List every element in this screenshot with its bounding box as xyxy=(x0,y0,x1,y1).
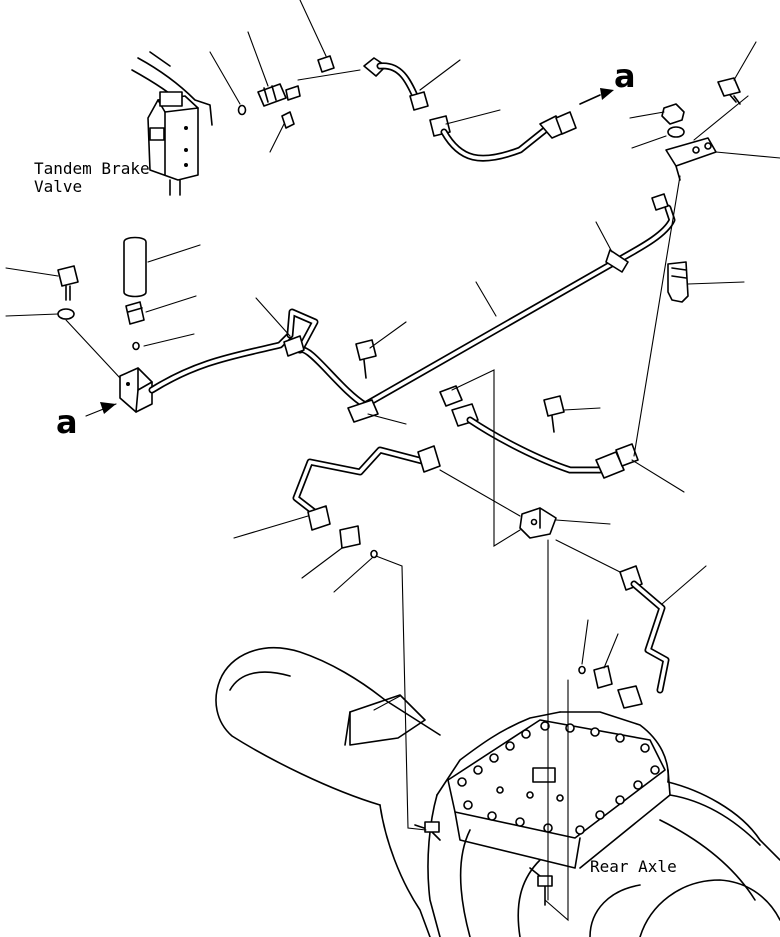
rear-axle-housing xyxy=(215,647,780,937)
leader-lines xyxy=(5,0,780,922)
tandem-brake-valve xyxy=(131,51,213,196)
cover-bolt-ring xyxy=(457,721,660,835)
middle-hose xyxy=(439,385,639,479)
valve-top-fittings xyxy=(237,55,335,129)
top-right-bracket xyxy=(661,77,741,181)
center-tee-connector xyxy=(519,507,557,539)
tandem-brake-valve-label-line2: Valve xyxy=(34,177,83,196)
left-loose-parts xyxy=(57,236,147,351)
reference-a-top: a xyxy=(614,57,636,95)
long-brake-pipe xyxy=(296,193,676,423)
left-lower-pipe xyxy=(292,445,441,559)
rear-axle-label: Rear Axle xyxy=(590,857,677,876)
left-tee-block xyxy=(119,308,319,413)
tandem-brake-valve-label-line1: Tandem Brake xyxy=(34,159,150,178)
top-hose-assembly xyxy=(363,57,614,162)
middle-bolts xyxy=(355,261,689,433)
right-lower-pipe xyxy=(578,565,670,709)
reference-a-left: a xyxy=(56,403,78,441)
